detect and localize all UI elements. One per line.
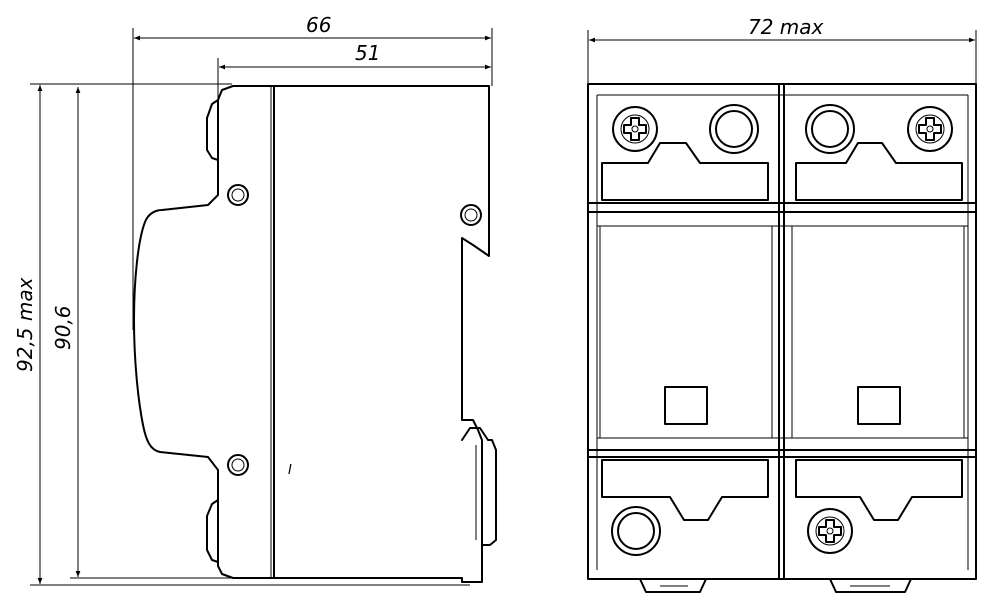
side-rivet-bottom xyxy=(227,454,249,476)
screw-top-far-right-cross xyxy=(907,106,953,152)
side-bottom-lobe xyxy=(206,499,219,563)
indicator-window-right xyxy=(857,386,901,425)
indicator-window-left xyxy=(664,386,708,425)
terminal-window-bottom-right xyxy=(795,459,963,521)
side-marking: I xyxy=(288,463,292,478)
screw-bottom-left-plain xyxy=(611,506,661,556)
side-latch xyxy=(461,427,497,546)
foot-left xyxy=(639,578,707,593)
screw-top-right-plain xyxy=(805,104,855,154)
side-rivet-top xyxy=(227,184,249,206)
front-view: 72 max xyxy=(587,15,977,593)
front-module-left xyxy=(599,225,773,439)
side-view: I 66 51 92,5 max 90,6 xyxy=(13,13,497,586)
terminal-window-top-right xyxy=(795,142,963,201)
front-module-right xyxy=(791,225,965,439)
screw-bottom-right-cross xyxy=(807,508,853,554)
terminal-window-bottom-left xyxy=(601,459,769,521)
front-housing xyxy=(587,83,977,580)
dim-72-label: 72 max xyxy=(748,15,824,39)
side-top-lobe xyxy=(206,99,219,161)
terminal-window-top-left xyxy=(601,142,769,201)
dim-51-label: 51 xyxy=(355,41,380,65)
dim-66-label: 66 xyxy=(306,13,331,37)
screw-top-left-cross xyxy=(612,106,658,152)
screw-top-center-plain xyxy=(709,104,759,154)
side-rivet-right xyxy=(460,204,482,226)
side-body-outline xyxy=(133,85,490,583)
dim-925-label: 92,5 max xyxy=(13,277,37,372)
foot-right xyxy=(829,578,912,593)
dim-906-label: 90,6 xyxy=(51,305,75,350)
